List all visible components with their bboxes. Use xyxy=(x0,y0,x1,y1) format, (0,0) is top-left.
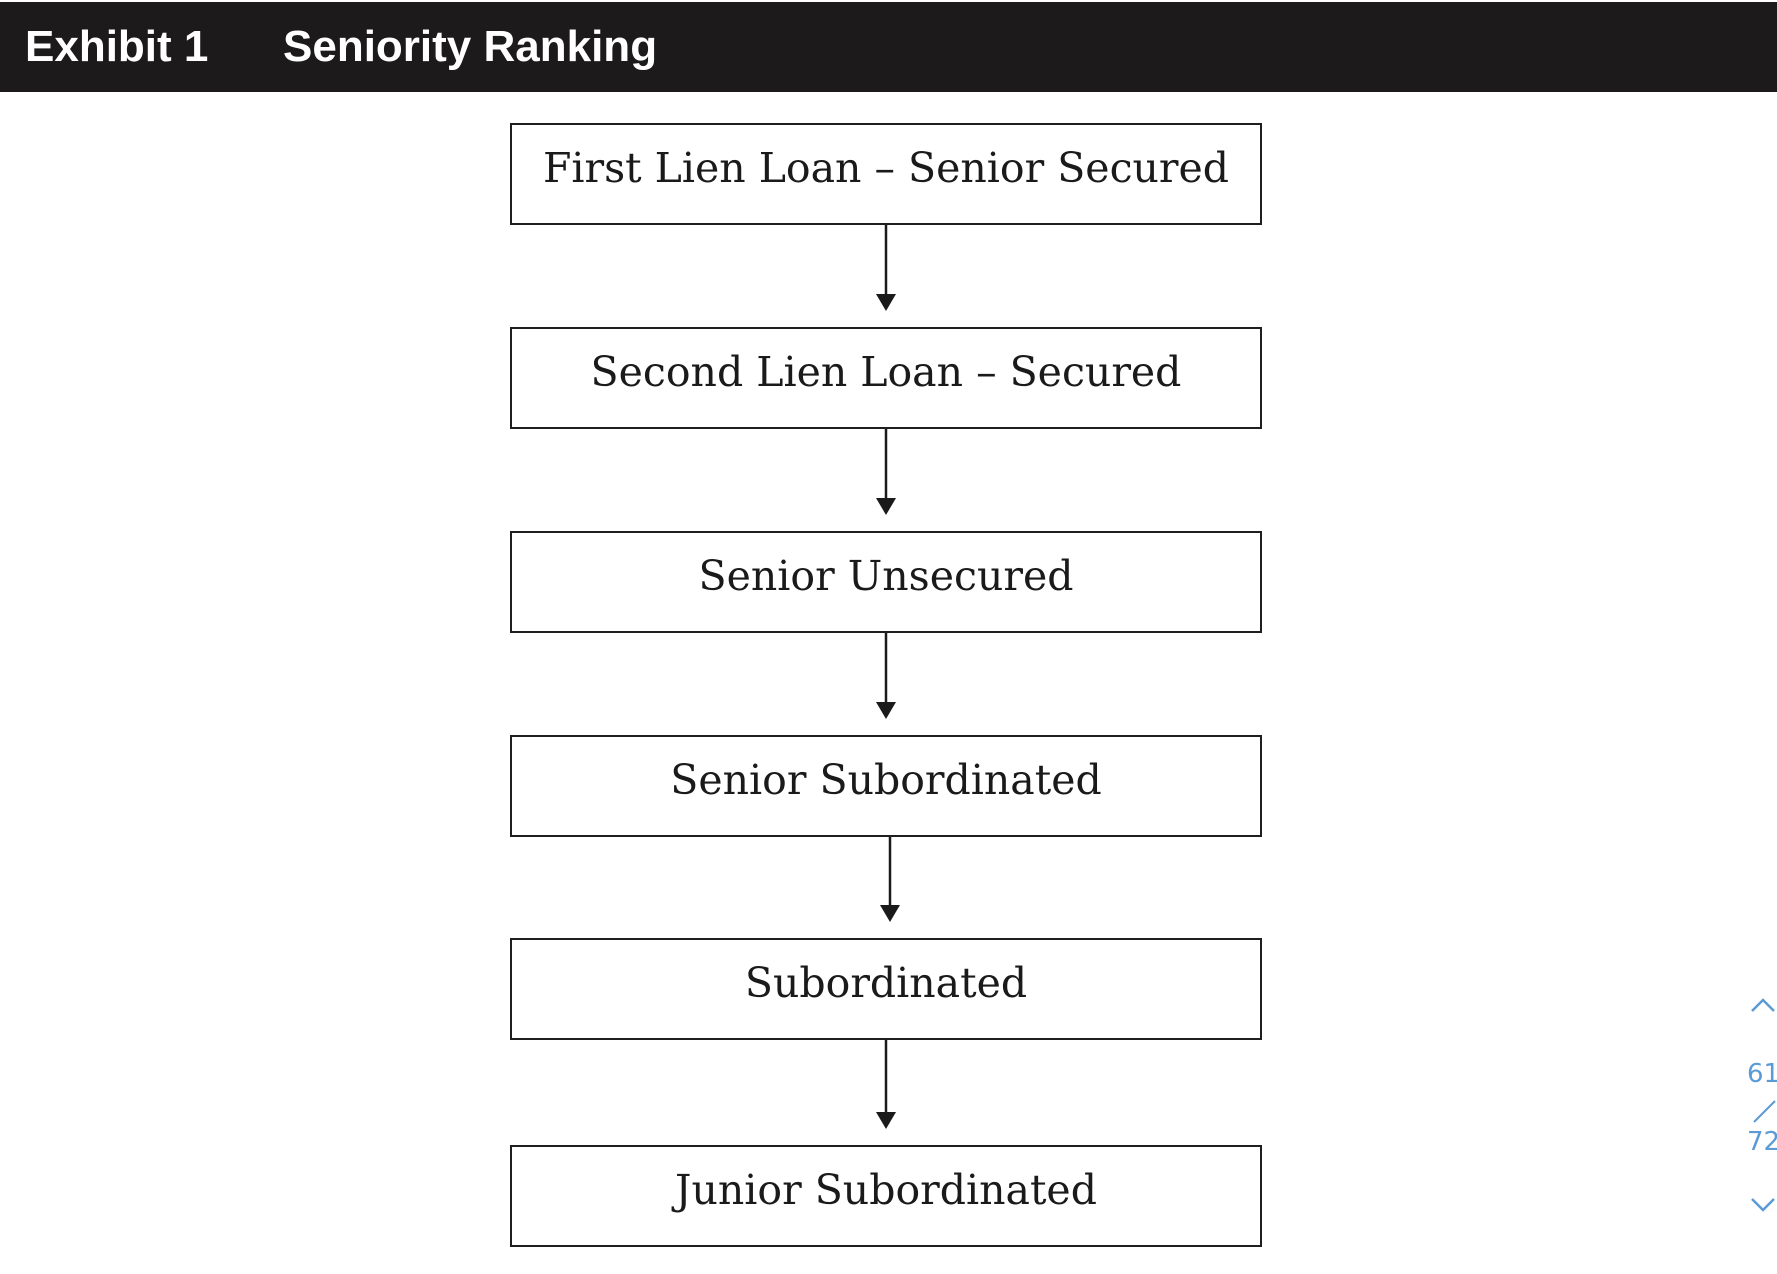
total-page-count: 72 xyxy=(1747,1127,1777,1157)
arrow-5-to-6 xyxy=(876,1040,896,1129)
arrow-3-to-4 xyxy=(876,633,896,719)
exhibit-header: Exhibit 1 Seniority Ranking xyxy=(0,2,1777,92)
rank-box-senior-subordinated: Senior Subordinated xyxy=(510,735,1262,837)
rank-box-senior-unsecured: Senior Unsecured xyxy=(510,531,1262,633)
chevron-up-icon[interactable] xyxy=(1750,995,1777,1015)
exhibit-label: Exhibit 1 xyxy=(25,22,209,71)
arrow-2-to-3 xyxy=(876,429,896,515)
rank-box-second-lien: Second Lien Loan – Secured xyxy=(510,327,1262,429)
arrow-4-to-5 xyxy=(880,837,900,922)
chevron-down-icon[interactable] xyxy=(1750,1195,1777,1215)
rank-box-first-lien: First Lien Loan – Senior Secured xyxy=(510,123,1262,225)
exhibit-title: Seniority Ranking xyxy=(283,22,658,71)
rank-box-subordinated: Subordinated xyxy=(510,938,1262,1040)
current-page-number: 61 xyxy=(1747,1059,1777,1089)
slash-separator-icon xyxy=(1753,1100,1776,1123)
rank-box-junior-subordinated: Junior Subordinated xyxy=(510,1145,1262,1247)
arrow-1-to-2 xyxy=(876,225,896,311)
page-navigator: 61 72 xyxy=(1738,995,1777,1225)
